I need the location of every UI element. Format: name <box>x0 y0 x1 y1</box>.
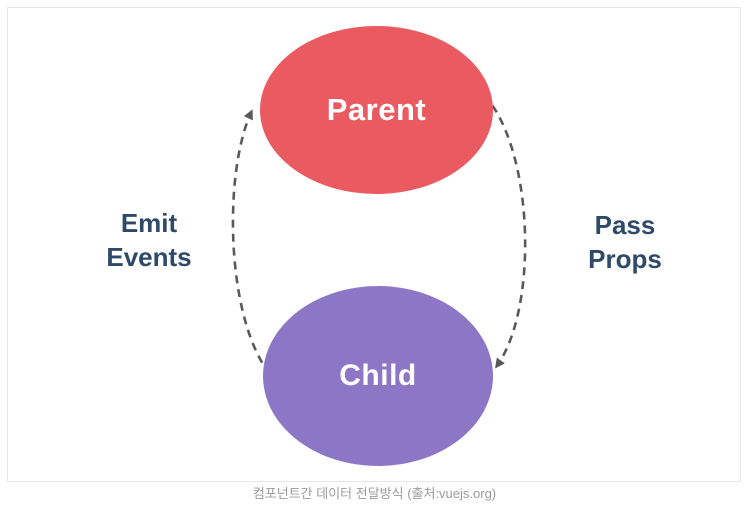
figure-caption: 컴포넌트간 데이터 전달방식 (출처:vuejs.org) <box>252 486 497 501</box>
pass-props-label: Pass Props <box>535 208 715 276</box>
pass-props-arrow <box>491 104 527 369</box>
pass-props-line1: Pass <box>594 210 656 240</box>
parent-node: Parent <box>260 26 493 194</box>
parent-node-label: Parent <box>326 92 427 127</box>
child-node-label: Child <box>339 359 417 392</box>
emit-events-label: Emit Events <box>59 206 239 274</box>
diagram-panel: Parent Child Emit Events Pass Props <box>7 7 741 482</box>
arrows-layer <box>231 104 527 386</box>
child-node: Child <box>263 286 493 466</box>
pass-props-line2: Props <box>588 244 662 274</box>
emit-events-line1: Emit <box>120 208 178 238</box>
emit-events-arrow <box>231 109 281 386</box>
emit-events-line2: Events <box>106 242 192 272</box>
